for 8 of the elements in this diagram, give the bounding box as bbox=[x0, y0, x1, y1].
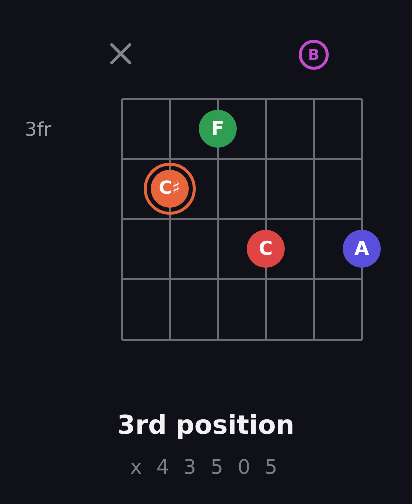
chord-title: 3rd position bbox=[117, 412, 295, 442]
root-note-dot: C♯ bbox=[144, 163, 196, 215]
open-string-circle: B bbox=[299, 40, 329, 70]
fingering-notation: x 4 3 5 0 5 bbox=[130, 456, 282, 479]
note-dot: A bbox=[343, 230, 381, 268]
note-dot: F bbox=[199, 110, 237, 148]
fret-number: 3fr bbox=[25, 120, 52, 141]
note-dot: C bbox=[247, 230, 285, 268]
